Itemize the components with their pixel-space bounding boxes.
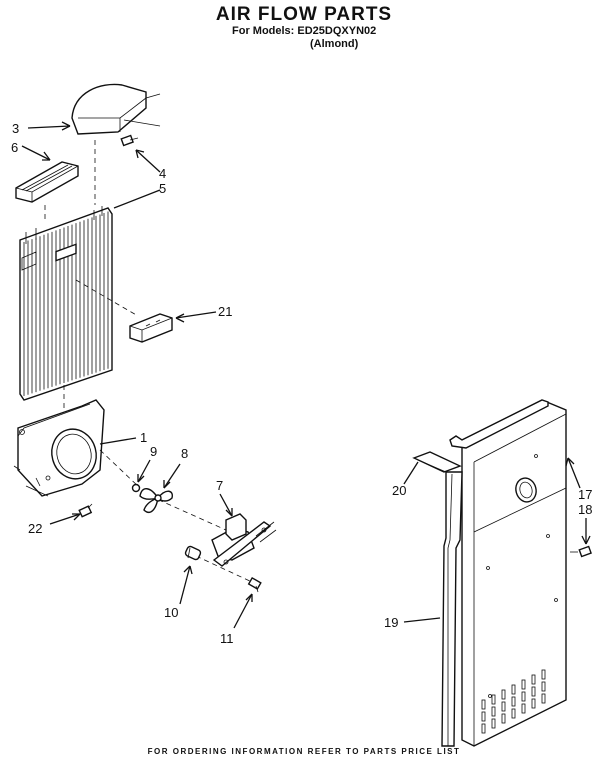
callout-10: 10 bbox=[164, 605, 178, 620]
callout-6: 6 bbox=[11, 140, 18, 155]
washer-part bbox=[131, 483, 141, 493]
grommet-part bbox=[184, 545, 202, 561]
air-channel-part bbox=[441, 471, 463, 747]
fan-motor-part bbox=[211, 513, 277, 567]
motor-screw-part bbox=[247, 576, 262, 593]
callout-18: 18 bbox=[578, 502, 592, 517]
callout-8: 8 bbox=[181, 446, 188, 461]
color-variant: (Almond) bbox=[310, 38, 359, 50]
ordering-footer: FOR ORDERING INFORMATION REFER TO PARTS … bbox=[147, 747, 461, 756]
callout-3: 3 bbox=[12, 121, 19, 136]
callout-19: 19 bbox=[384, 615, 398, 630]
callout-21: 21 bbox=[218, 304, 232, 319]
callout-1: 1 bbox=[140, 430, 147, 445]
callout-22: 22 bbox=[28, 521, 42, 536]
page-title: AIR FLOW PARTS bbox=[215, 4, 393, 25]
rear-cover-panel-part bbox=[449, 399, 567, 747]
seal-strip-part bbox=[412, 451, 462, 473]
callout-4: 4 bbox=[159, 166, 166, 181]
callout-5: 5 bbox=[159, 181, 166, 196]
fan-housing-part bbox=[13, 399, 105, 497]
housing-screw-part bbox=[78, 503, 93, 518]
screw-part bbox=[120, 134, 139, 147]
callout-7: 7 bbox=[216, 478, 223, 493]
panel-screw-part bbox=[570, 545, 592, 558]
callout-9: 9 bbox=[150, 444, 157, 459]
fan-blade-part bbox=[139, 488, 173, 514]
callout-11: 11 bbox=[220, 631, 234, 646]
damper-clip-part bbox=[129, 313, 173, 343]
models-line: For Models: ED25DQXYN02 bbox=[232, 25, 377, 37]
vent-grille-part bbox=[15, 161, 79, 203]
callout-20: 20 bbox=[392, 483, 406, 498]
callout-17: 17 bbox=[578, 487, 592, 502]
callout-leaders bbox=[21, 121, 591, 629]
ribbed-panel-part bbox=[19, 206, 113, 401]
duct-cover-part bbox=[71, 83, 161, 135]
